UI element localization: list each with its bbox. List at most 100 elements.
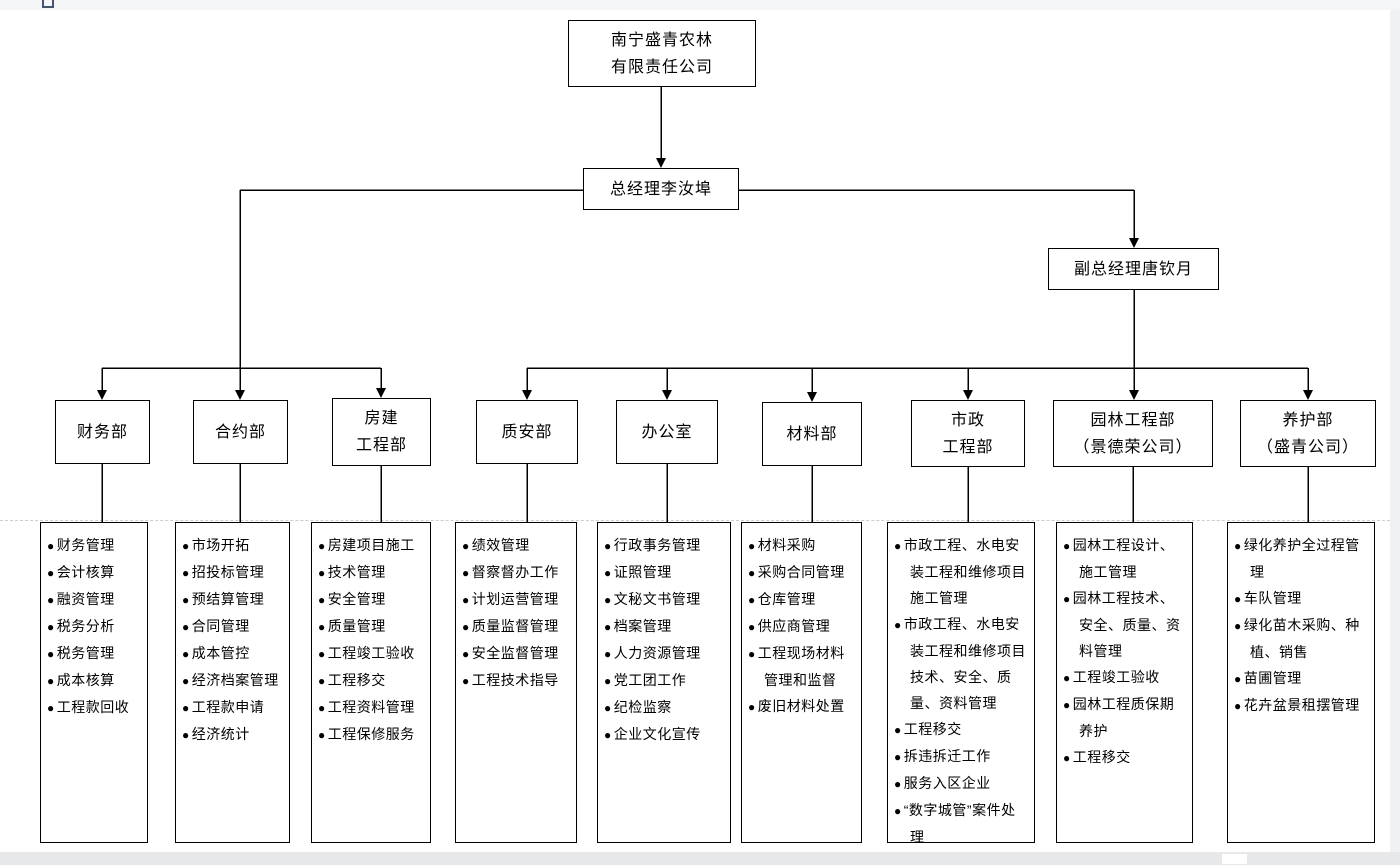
company-box: 南宁盛青农林 有限责任公司 (568, 20, 756, 87)
duty-text: 车队管理 (1243, 590, 1302, 606)
arrowhead (656, 158, 666, 168)
arrowhead (1129, 238, 1139, 248)
arrowhead (522, 390, 532, 400)
duty-item: ●财务管理 (47, 532, 142, 559)
duty-item: ●工程竣工验收 (1063, 664, 1187, 691)
duty-item: ●党工团工作 (604, 667, 725, 694)
dept-box-office: 办公室 (616, 400, 718, 464)
bullet-icon: ● (748, 566, 756, 580)
arrowhead (235, 390, 245, 400)
bullet-icon: ● (604, 620, 612, 634)
duty-text: 废旧材料处置 (757, 698, 845, 714)
bullet-icon: ● (182, 566, 190, 580)
duty-text: 计划运营管理 (471, 591, 559, 607)
bullet-icon: ● (1063, 592, 1071, 606)
bullet-icon: ● (894, 723, 902, 737)
dept-name-line: 工程部 (942, 438, 994, 456)
duty-text: 行政事务管理 (613, 537, 701, 553)
duty-text: 党工团工作 (613, 672, 687, 688)
duty-item: ●工程移交 (894, 716, 1029, 743)
duty-text: 成本管控 (191, 645, 250, 661)
bullet-icon: ● (318, 701, 326, 715)
bullet-icon: ● (1234, 619, 1242, 633)
duty-item: ●安全管理 (318, 586, 425, 613)
duty-item: ●档案管理 (604, 613, 725, 640)
duty-item: ●工程款回收 (47, 694, 142, 721)
top-chrome-strip (0, 0, 1400, 10)
duty-item: ●会计核算 (47, 559, 142, 586)
duty-item: ●工程现场材料管理和监督 (748, 640, 856, 693)
duty-list-office: ●行政事务管理●证照管理●文秘文书管理●档案管理●人力资源管理●党工团工作●纪检… (597, 522, 731, 843)
duty-item: ●材料采购 (748, 532, 856, 559)
duty-item: ●税务管理 (47, 640, 142, 667)
arrowhead (807, 392, 817, 402)
bullet-icon: ● (182, 593, 190, 607)
duty-item: ●经济统计 (182, 721, 284, 748)
bullet-icon: ● (748, 539, 756, 553)
dept-name-line: 合约部 (214, 423, 266, 441)
bullet-icon: ● (462, 539, 470, 553)
bullet-icon: ● (604, 566, 612, 580)
duty-text: 证照管理 (613, 564, 672, 580)
dept-name-line: 材料部 (786, 425, 838, 443)
bullet-icon: ● (748, 593, 756, 607)
bullet-icon: ● (318, 674, 326, 688)
duty-item: ●税务分析 (47, 613, 142, 640)
bullet-icon: ● (1063, 671, 1071, 685)
duty-text: 园林工程技术、安全、质量、资料管理 (1072, 590, 1181, 659)
duty-text: 园林工程质保期养护 (1072, 696, 1175, 739)
dept-box-housing-engineering: 房建工程部 (332, 398, 431, 466)
duty-text: 工程技术指导 (471, 672, 559, 688)
bullet-icon: ● (748, 647, 756, 661)
duty-text: 工程竣工验收 (327, 645, 415, 661)
duty-text: 工程现场材料管理和监督 (757, 645, 845, 688)
arrowhead (1303, 390, 1313, 400)
duty-text: 工程款回收 (56, 699, 130, 715)
dept-box-materials: 材料部 (762, 402, 862, 466)
duty-text: 工程移交 (327, 672, 386, 688)
duty-item: ●园林工程设计、施工管理 (1063, 532, 1187, 585)
dept-name-line: 园林工程部 (1090, 411, 1176, 429)
bullet-icon: ● (1234, 699, 1242, 713)
duty-text: 财务管理 (56, 537, 115, 553)
duty-item: ●市政工程、水电安装工程和维修项目技术、安全、质量、资料管理 (894, 611, 1029, 716)
duty-item: ●预结算管理 (182, 586, 284, 613)
duty-item: ●拆违拆迁工作 (894, 743, 1029, 770)
dept-box-quality-safety: 质安部 (476, 400, 578, 464)
bottom-chrome-strip[interactable] (0, 852, 1400, 865)
duty-text: 工程移交 (1072, 749, 1131, 765)
bullet-icon: ● (47, 674, 55, 688)
dept-name-line: （盛青公司） (1256, 438, 1359, 456)
duty-text: 人力资源管理 (613, 645, 701, 661)
scrollbar-thumb[interactable] (1222, 854, 1247, 864)
duty-text: 安全管理 (327, 591, 386, 607)
arrowhead (1129, 390, 1139, 400)
duty-item: ●计划运营管理 (462, 586, 571, 613)
duty-item: ●“数字城管”案件处理 (894, 797, 1029, 842)
bullet-icon: ● (182, 620, 190, 634)
bullet-icon: ● (1234, 672, 1242, 686)
page-break-line (0, 520, 1400, 521)
duty-item: ●企业文化宣传 (604, 721, 725, 748)
duty-text: 经济统计 (191, 726, 250, 742)
duty-text: 市政工程、水电安装工程和维修项目技术、安全、质量、资料管理 (903, 616, 1026, 711)
dept-name-line: 财务部 (76, 423, 128, 441)
duty-text: 质量管理 (327, 618, 386, 634)
bullet-icon: ● (748, 620, 756, 634)
arrowhead (963, 390, 973, 400)
duty-text: 督察督办工作 (471, 564, 559, 580)
duty-item: ●纪检监察 (604, 694, 725, 721)
duty-text: 技术管理 (327, 564, 386, 580)
duty-text: 预结算管理 (191, 591, 265, 607)
bullet-icon: ● (894, 804, 902, 818)
duty-item: ●花卉盆景租摆管理 (1234, 692, 1369, 719)
bullet-icon: ● (1234, 592, 1242, 606)
duty-item: ●融资管理 (47, 586, 142, 613)
bullet-icon: ● (182, 674, 190, 688)
duty-text: 档案管理 (613, 618, 672, 634)
duty-item: ●技术管理 (318, 559, 425, 586)
bullet-icon: ● (47, 647, 55, 661)
duty-text: 园林工程设计、施工管理 (1072, 537, 1175, 580)
duty-text: 材料采购 (757, 537, 816, 553)
bullet-icon: ● (47, 593, 55, 607)
